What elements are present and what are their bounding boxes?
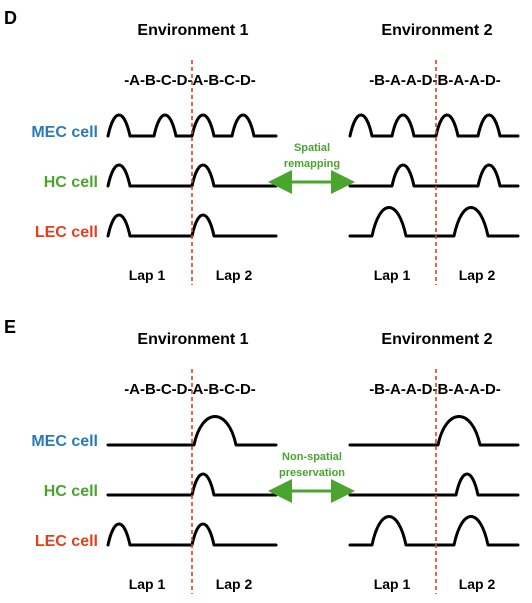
green-label-line2: preservation	[279, 467, 345, 479]
lap-2-label-env2: Lap 2	[459, 267, 496, 283]
mec-trace-env1	[106, 415, 278, 447]
hc-trace-env2	[348, 163, 520, 188]
lap-2-label-env2: Lap 2	[459, 576, 496, 592]
mec-trace-env1	[106, 113, 278, 138]
green-label-line1: Spatial	[294, 142, 330, 154]
lap-1-label-env2: Lap 1	[374, 576, 411, 592]
panel-letter: D	[4, 8, 17, 28]
hc-cell-label: HC cell	[44, 483, 98, 500]
green-label-line2: remapping	[284, 158, 340, 170]
mec-trace-env2	[348, 113, 520, 138]
mec-cell-label: MEC cell	[31, 433, 98, 450]
environment-2-title: Environment 2	[381, 22, 492, 39]
mec-cell-label: MEC cell	[31, 124, 98, 141]
lec-trace-env1	[106, 213, 278, 238]
panel-e: E Environment 1 Environment 2 -A-B-C-D-A…	[4, 317, 520, 594]
lap-1-label-env2: Lap 1	[374, 267, 411, 283]
lap-1-label-env1: Lap 1	[129, 576, 166, 592]
environment-2-sequence: -B-A-A-D-B-A-A-D-	[369, 381, 501, 398]
mec-trace-env2	[348, 415, 520, 447]
lap-2-label-env1: Lap 2	[216, 576, 253, 592]
hc-trace-env1	[106, 472, 278, 497]
lec-trace-env1	[106, 522, 278, 547]
hc-cell-label: HC cell	[44, 174, 98, 191]
environment-1-title: Environment 1	[137, 22, 248, 39]
environment-1-title: Environment 1	[137, 331, 248, 348]
lap-1-label-env1: Lap 1	[129, 267, 166, 283]
lec-trace-env2	[348, 206, 520, 238]
panel-d: D Environment 1 Environment 2 -A-B-C-D-A…	[4, 8, 520, 285]
environment-1-sequence: -A-B-C-D-A-B-C-D-	[124, 72, 256, 89]
lec-trace-env2	[348, 515, 520, 547]
lec-cell-label: LEC cell	[35, 533, 98, 550]
environment-2-title: Environment 2	[381, 331, 492, 348]
environment-1-sequence: -A-B-C-D-A-B-C-D-	[124, 381, 256, 398]
panel-letter: E	[4, 317, 16, 337]
lec-cell-label: LEC cell	[35, 224, 98, 241]
green-label-line1: Non-spatial	[282, 451, 342, 463]
hc-trace-env2	[348, 472, 520, 497]
lap-2-label-env1: Lap 2	[216, 267, 253, 283]
environment-2-sequence: -B-A-A-D-B-A-A-D-	[369, 72, 501, 89]
